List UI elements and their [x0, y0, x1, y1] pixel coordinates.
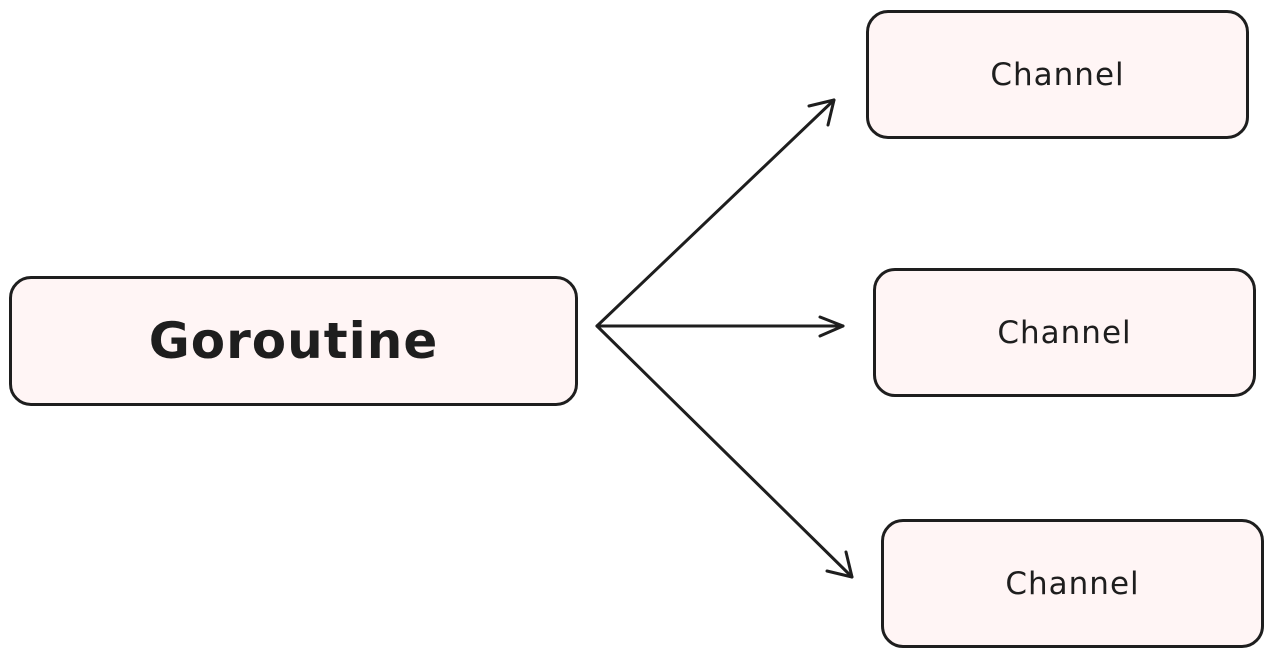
channel-label: Channel [997, 314, 1132, 351]
channel-label: Channel [990, 56, 1125, 93]
channel-node-1[interactable]: Channel [866, 10, 1249, 139]
edge-goroutine-to-channel-3 [595, 324, 854, 579]
edge-line [595, 324, 854, 579]
edge-line [595, 98, 836, 328]
goroutine-label: Goroutine [148, 312, 439, 370]
edge-goroutine-to-channel-2 [595, 315, 845, 338]
channel-label: Channel [1005, 565, 1140, 602]
channel-node-2[interactable]: Channel [873, 268, 1256, 397]
goroutine-node[interactable]: Goroutine [9, 276, 578, 406]
arrowhead-icon [807, 98, 836, 127]
channel-node-3[interactable]: Channel [881, 519, 1264, 648]
arrowhead-icon [818, 315, 845, 338]
edge-goroutine-to-channel-1 [595, 98, 836, 328]
arrowhead-icon [825, 550, 854, 579]
